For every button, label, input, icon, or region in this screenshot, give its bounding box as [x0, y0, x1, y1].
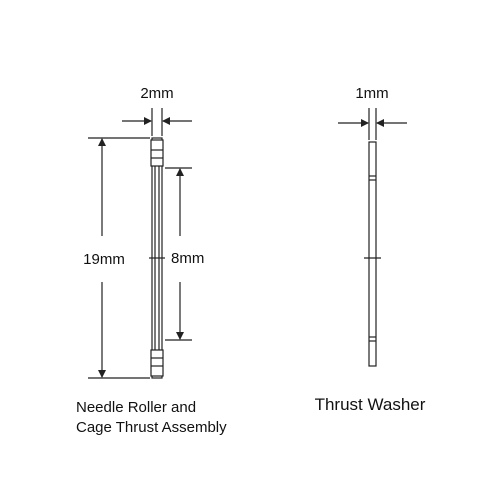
washer-section — [368, 141, 377, 367]
assembly-bottom-roller — [150, 349, 164, 377]
assembly-top-roller — [150, 139, 164, 167]
assembly-caption-line1: Needle Roller and — [76, 399, 196, 416]
washer-thickness-label: 1mm — [355, 85, 388, 102]
washer-caption: Thrust Washer — [315, 395, 426, 414]
thrust-washer-drawing — [364, 141, 381, 367]
assembly-inner-height-label: 8mm — [171, 250, 204, 267]
assembly-outer-height-dimension — [88, 137, 150, 379]
needle-roller-assembly-drawing — [149, 137, 165, 379]
assembly-inner-height-dimension — [165, 167, 192, 341]
assembly-thickness-dimension — [122, 108, 192, 136]
assembly-outer-height-label: 19mm — [83, 251, 125, 268]
assembly-caption-line2: Cage Thrust Assembly — [76, 419, 227, 436]
assembly-thickness-label: 2mm — [140, 85, 173, 102]
washer-thickness-dimension — [338, 108, 407, 140]
